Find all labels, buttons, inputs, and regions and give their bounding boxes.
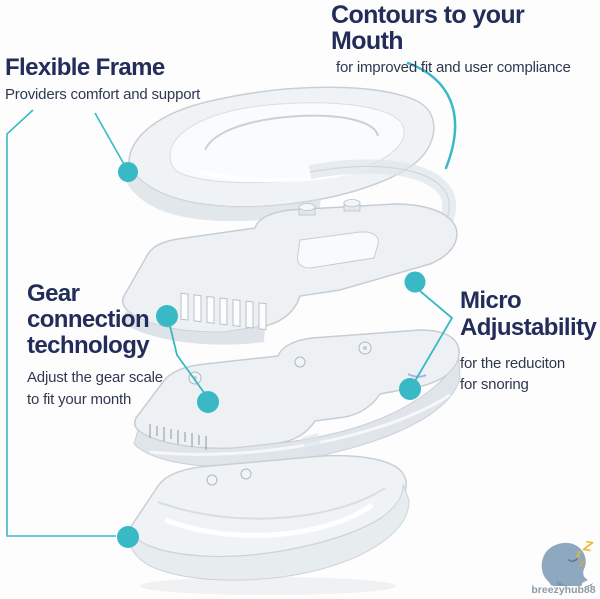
flexible-frame-dot: [118, 162, 138, 182]
flexible-frame-pointer-line: [94, 112, 126, 167]
zzz-letter: z: [579, 559, 584, 568]
gear-dot-bottom: [197, 391, 219, 413]
callout-contours-subtitle: for improved fit and user compliance: [336, 59, 571, 76]
contours-pointer-curve: [406, 61, 457, 170]
zzz-letter: z: [575, 549, 581, 560]
callout-micro-adjustability-subtitle: for the reduciton for snoring: [460, 355, 565, 393]
flexible-frame-bottom-dot: [117, 526, 139, 548]
callout-flexible-frame-title: Flexible Frame: [5, 54, 165, 81]
watermark: Z z z breezyhub88: [527, 534, 600, 596]
micro-pointer-line: [414, 290, 454, 382]
gear-pointer-line: [169, 325, 206, 395]
callout-micro-adjustability: Micro Adjustability for the reduciton fo…: [460, 287, 600, 395]
gear-rack: [180, 292, 267, 331]
upper-tray-layer: [124, 86, 435, 222]
callout-contours: Contours to your Mouth for improved fit …: [331, 2, 600, 78]
callout-flexible-frame: Flexible Frame Providers comfort and sup…: [5, 55, 200, 105]
callout-flexible-frame-subtitle: Providers comfort and support: [5, 86, 201, 103]
callout-gear-connection-title: Gear connection technology: [27, 280, 150, 359]
callout-gear-connection: Gear connection technology Adjust the ge…: [27, 281, 227, 411]
callout-contours-title: Contours to your Mouth: [331, 1, 525, 55]
micro-dot-bottom: [399, 378, 421, 400]
lower-tray-layer: [128, 454, 410, 581]
micro-dot-top: [404, 271, 426, 293]
adjustment-posts: [298, 199, 361, 216]
upper-gear-frame-layer: [122, 199, 458, 345]
gear-dot-top: [156, 305, 178, 327]
sleeping-head-zzz-icon: Z z z: [541, 537, 594, 586]
zzz-letter: Z: [581, 537, 594, 554]
callout-dots: [117, 162, 426, 548]
callout-gear-connection-subtitle: Adjust the gear scale to fit your month: [27, 369, 163, 408]
ground-shadow: [140, 577, 396, 595]
callout-micro-adjustability-title: Micro Adjustability: [460, 287, 597, 341]
watermark-text: breezyhub88: [531, 584, 596, 596]
callout-pointers: [6, 61, 457, 537]
ruler-gauge: [149, 424, 207, 450]
flexible-frame-long-pointer-line: [6, 109, 116, 537]
